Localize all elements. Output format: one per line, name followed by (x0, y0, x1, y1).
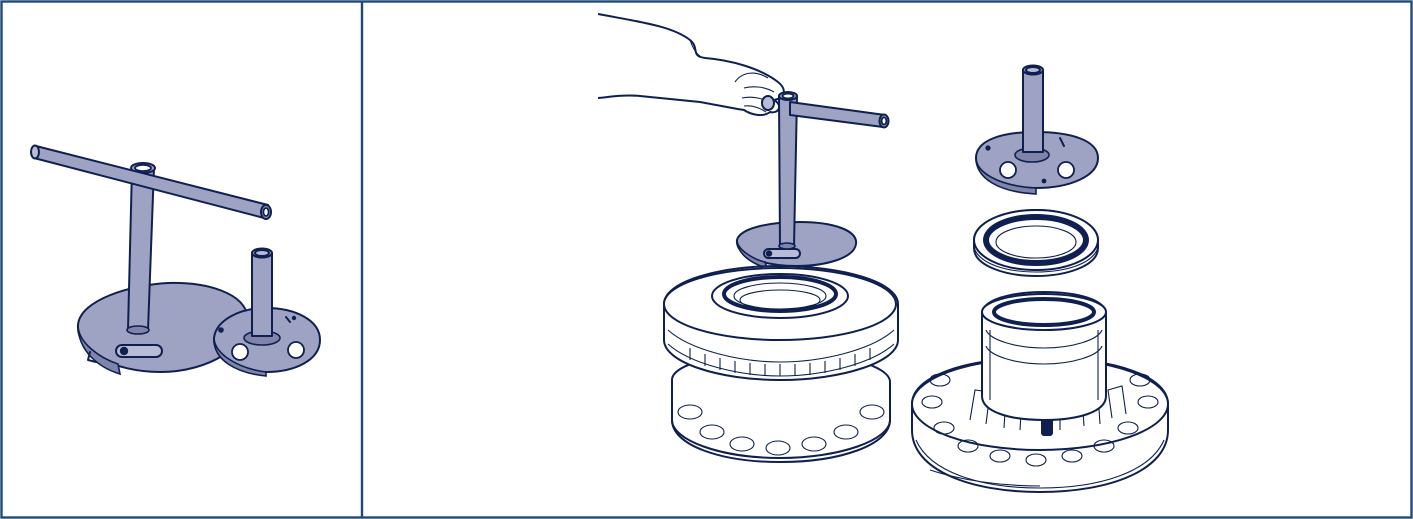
brake-disc-hub (664, 266, 898, 462)
hub-seal (974, 210, 1098, 276)
